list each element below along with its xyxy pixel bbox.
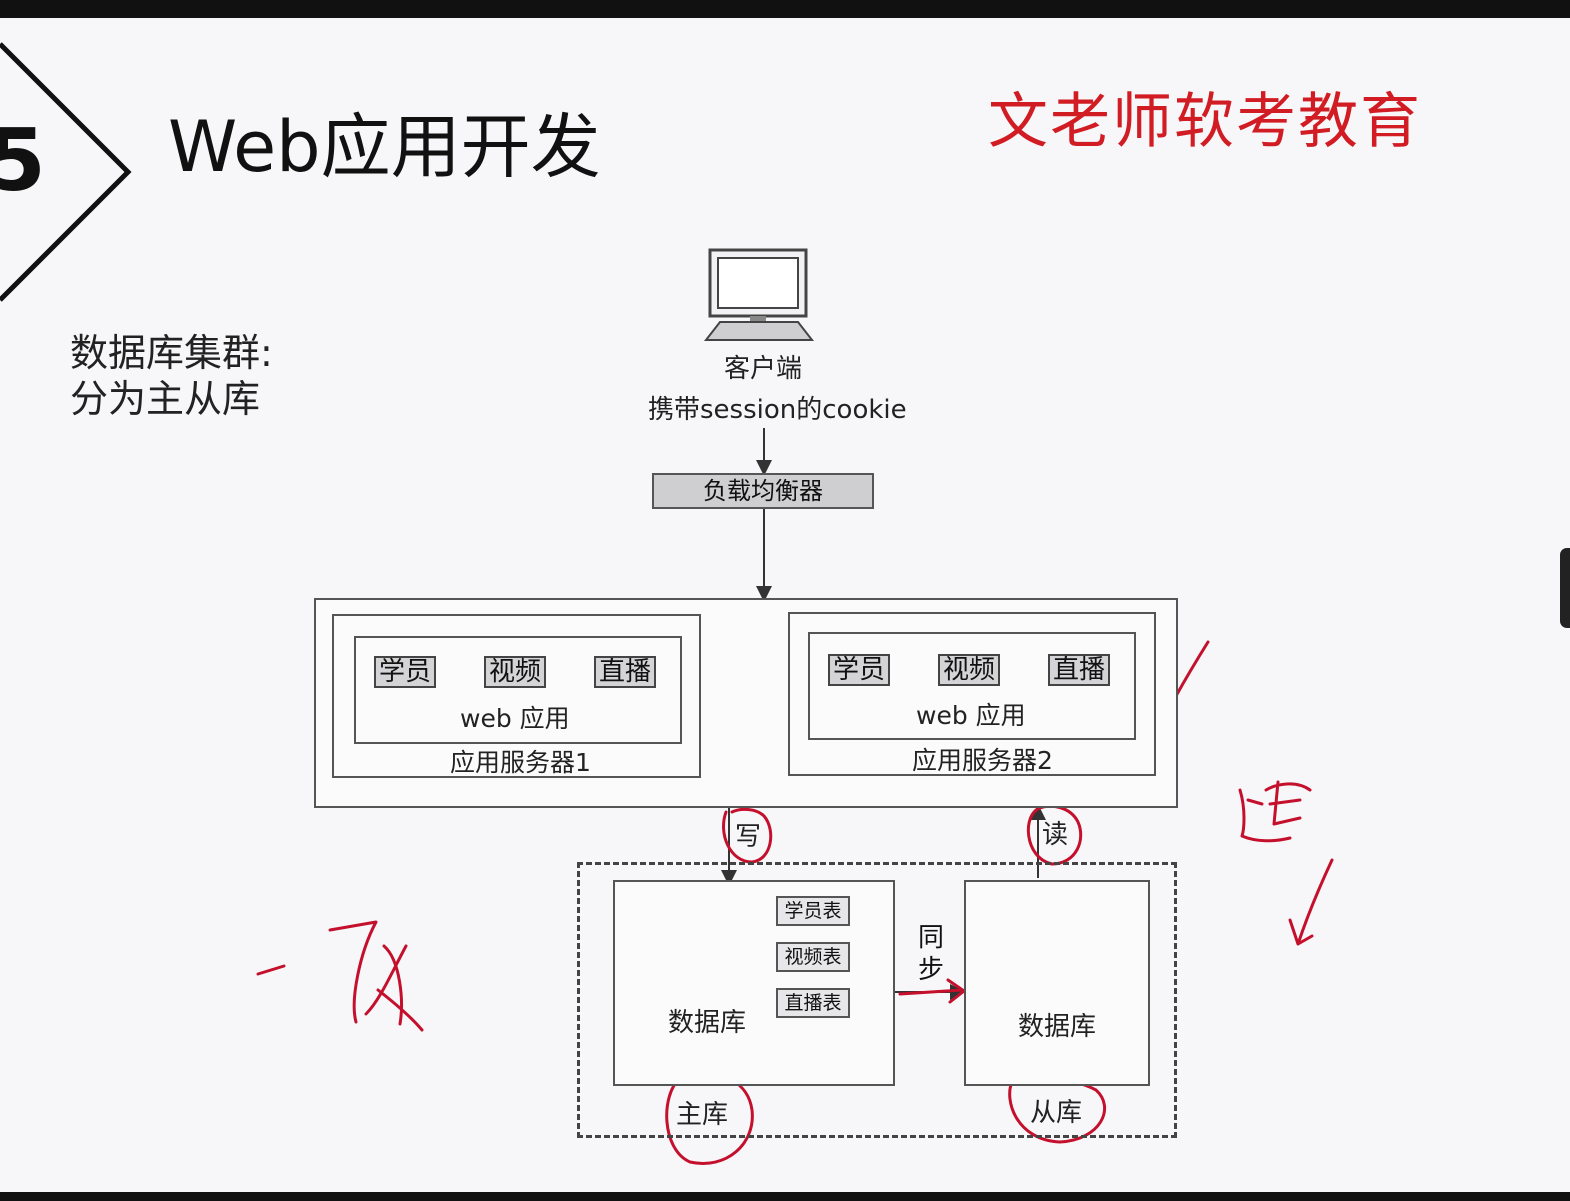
side-handle[interactable] <box>1560 548 1570 628</box>
down-arrow <box>1288 858 1334 946</box>
table-video: 视频表 <box>776 942 850 972</box>
slave-db <box>964 880 1150 1086</box>
module-video-1: 视频 <box>484 656 547 688</box>
master-db <box>613 880 895 1086</box>
table-students: 学员表 <box>776 896 850 926</box>
web-app-2 <box>808 632 1136 740</box>
server-label-1: 应用服务器1 <box>450 748 591 777</box>
master-db-label: 数据库 <box>668 1008 747 1038</box>
sync-label: 同步 <box>918 923 945 985</box>
module-students-2: 学员 <box>828 654 891 686</box>
client-label: 客户端 <box>724 354 803 384</box>
slave-db-label: 数据库 <box>1018 1012 1097 1042</box>
server-label-2: 应用服务器2 <box>912 746 1053 775</box>
brand-name: 文老师软考教育 <box>988 87 1422 157</box>
computer-icon <box>703 248 815 341</box>
web-app-label-1: web 应用 <box>460 704 570 733</box>
circle-read <box>1026 804 1083 866</box>
section-chevron-icon <box>0 42 132 302</box>
section-number: 5 <box>0 111 46 211</box>
note-text: 数据库集群: 分为主从库 <box>70 330 273 422</box>
load-balancer: 负载均衡器 <box>652 473 874 509</box>
bottom-bar <box>0 1192 1570 1201</box>
master-label: 主库 <box>676 1100 729 1130</box>
client-sublabel: 携带session的cookie <box>648 395 907 425</box>
page-title: Web应用开发 <box>168 106 601 188</box>
note-line-2: 分为主从库 <box>70 377 261 421</box>
hand-yizhi <box>256 920 424 1032</box>
write-label: 写 <box>735 822 762 852</box>
module-live-1: 直播 <box>594 656 657 688</box>
table-live: 直播表 <box>776 988 850 1018</box>
top-bar <box>0 0 1570 18</box>
module-video-2: 视频 <box>938 654 1001 686</box>
slave-label: 从库 <box>1030 1098 1083 1128</box>
web-app-label-2: web 应用 <box>916 701 1026 730</box>
db-cluster <box>577 862 1177 1138</box>
web-app-1 <box>354 636 682 744</box>
note-line-1: 数据库集群: <box>70 331 273 375</box>
module-students-1: 学员 <box>374 656 437 688</box>
read-label: 读 <box>1042 820 1069 850</box>
hand-du <box>1238 780 1312 843</box>
module-live-2: 直播 <box>1048 654 1111 686</box>
circle-write <box>722 807 773 864</box>
